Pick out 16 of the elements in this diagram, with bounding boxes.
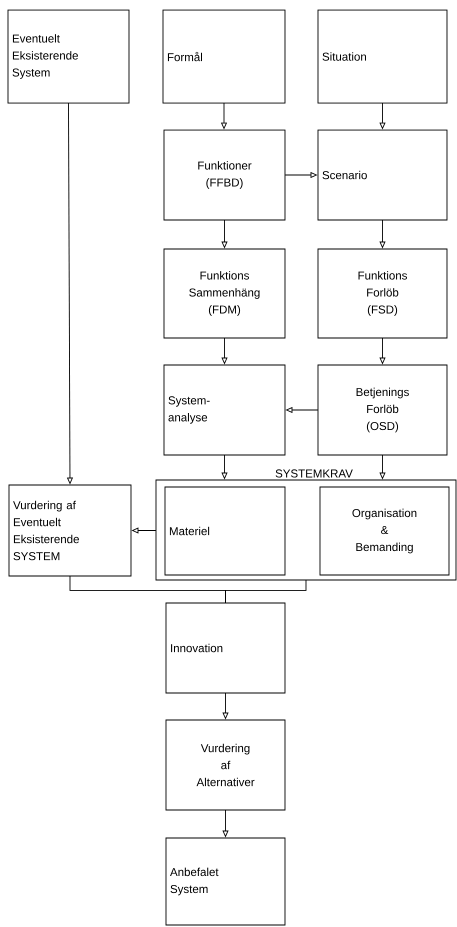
process-box: Innovation	[166, 602, 286, 694]
process-box: Scenario	[318, 130, 448, 220]
process-box: Betjenings Forlöb (OSD)	[318, 364, 448, 456]
process-box: Vurdering af Alternativer	[166, 720, 286, 810]
group-heading: SYSTEMKRAV	[276, 469, 353, 478]
process-box: Formål	[162, 10, 286, 104]
process-box: Situation	[318, 10, 448, 104]
process-box: Vurdering af Eventuelt Eksisterende SYSTEM	[8, 484, 132, 576]
process-box: Funktions Sammenhäng (FDM)	[164, 248, 286, 338]
process-box: Anbefalet System	[166, 838, 286, 926]
process-box: Funktioner (FFBD)	[164, 130, 286, 220]
process-box: Funktions Forlöb (FSD)	[318, 248, 448, 338]
process-box: Materiel	[164, 486, 286, 576]
process-box: System- analyse	[164, 364, 286, 456]
process-box: Organisation & Bemanding	[320, 486, 450, 576]
process-box: Eventuelt Eksisterende System	[8, 10, 130, 104]
